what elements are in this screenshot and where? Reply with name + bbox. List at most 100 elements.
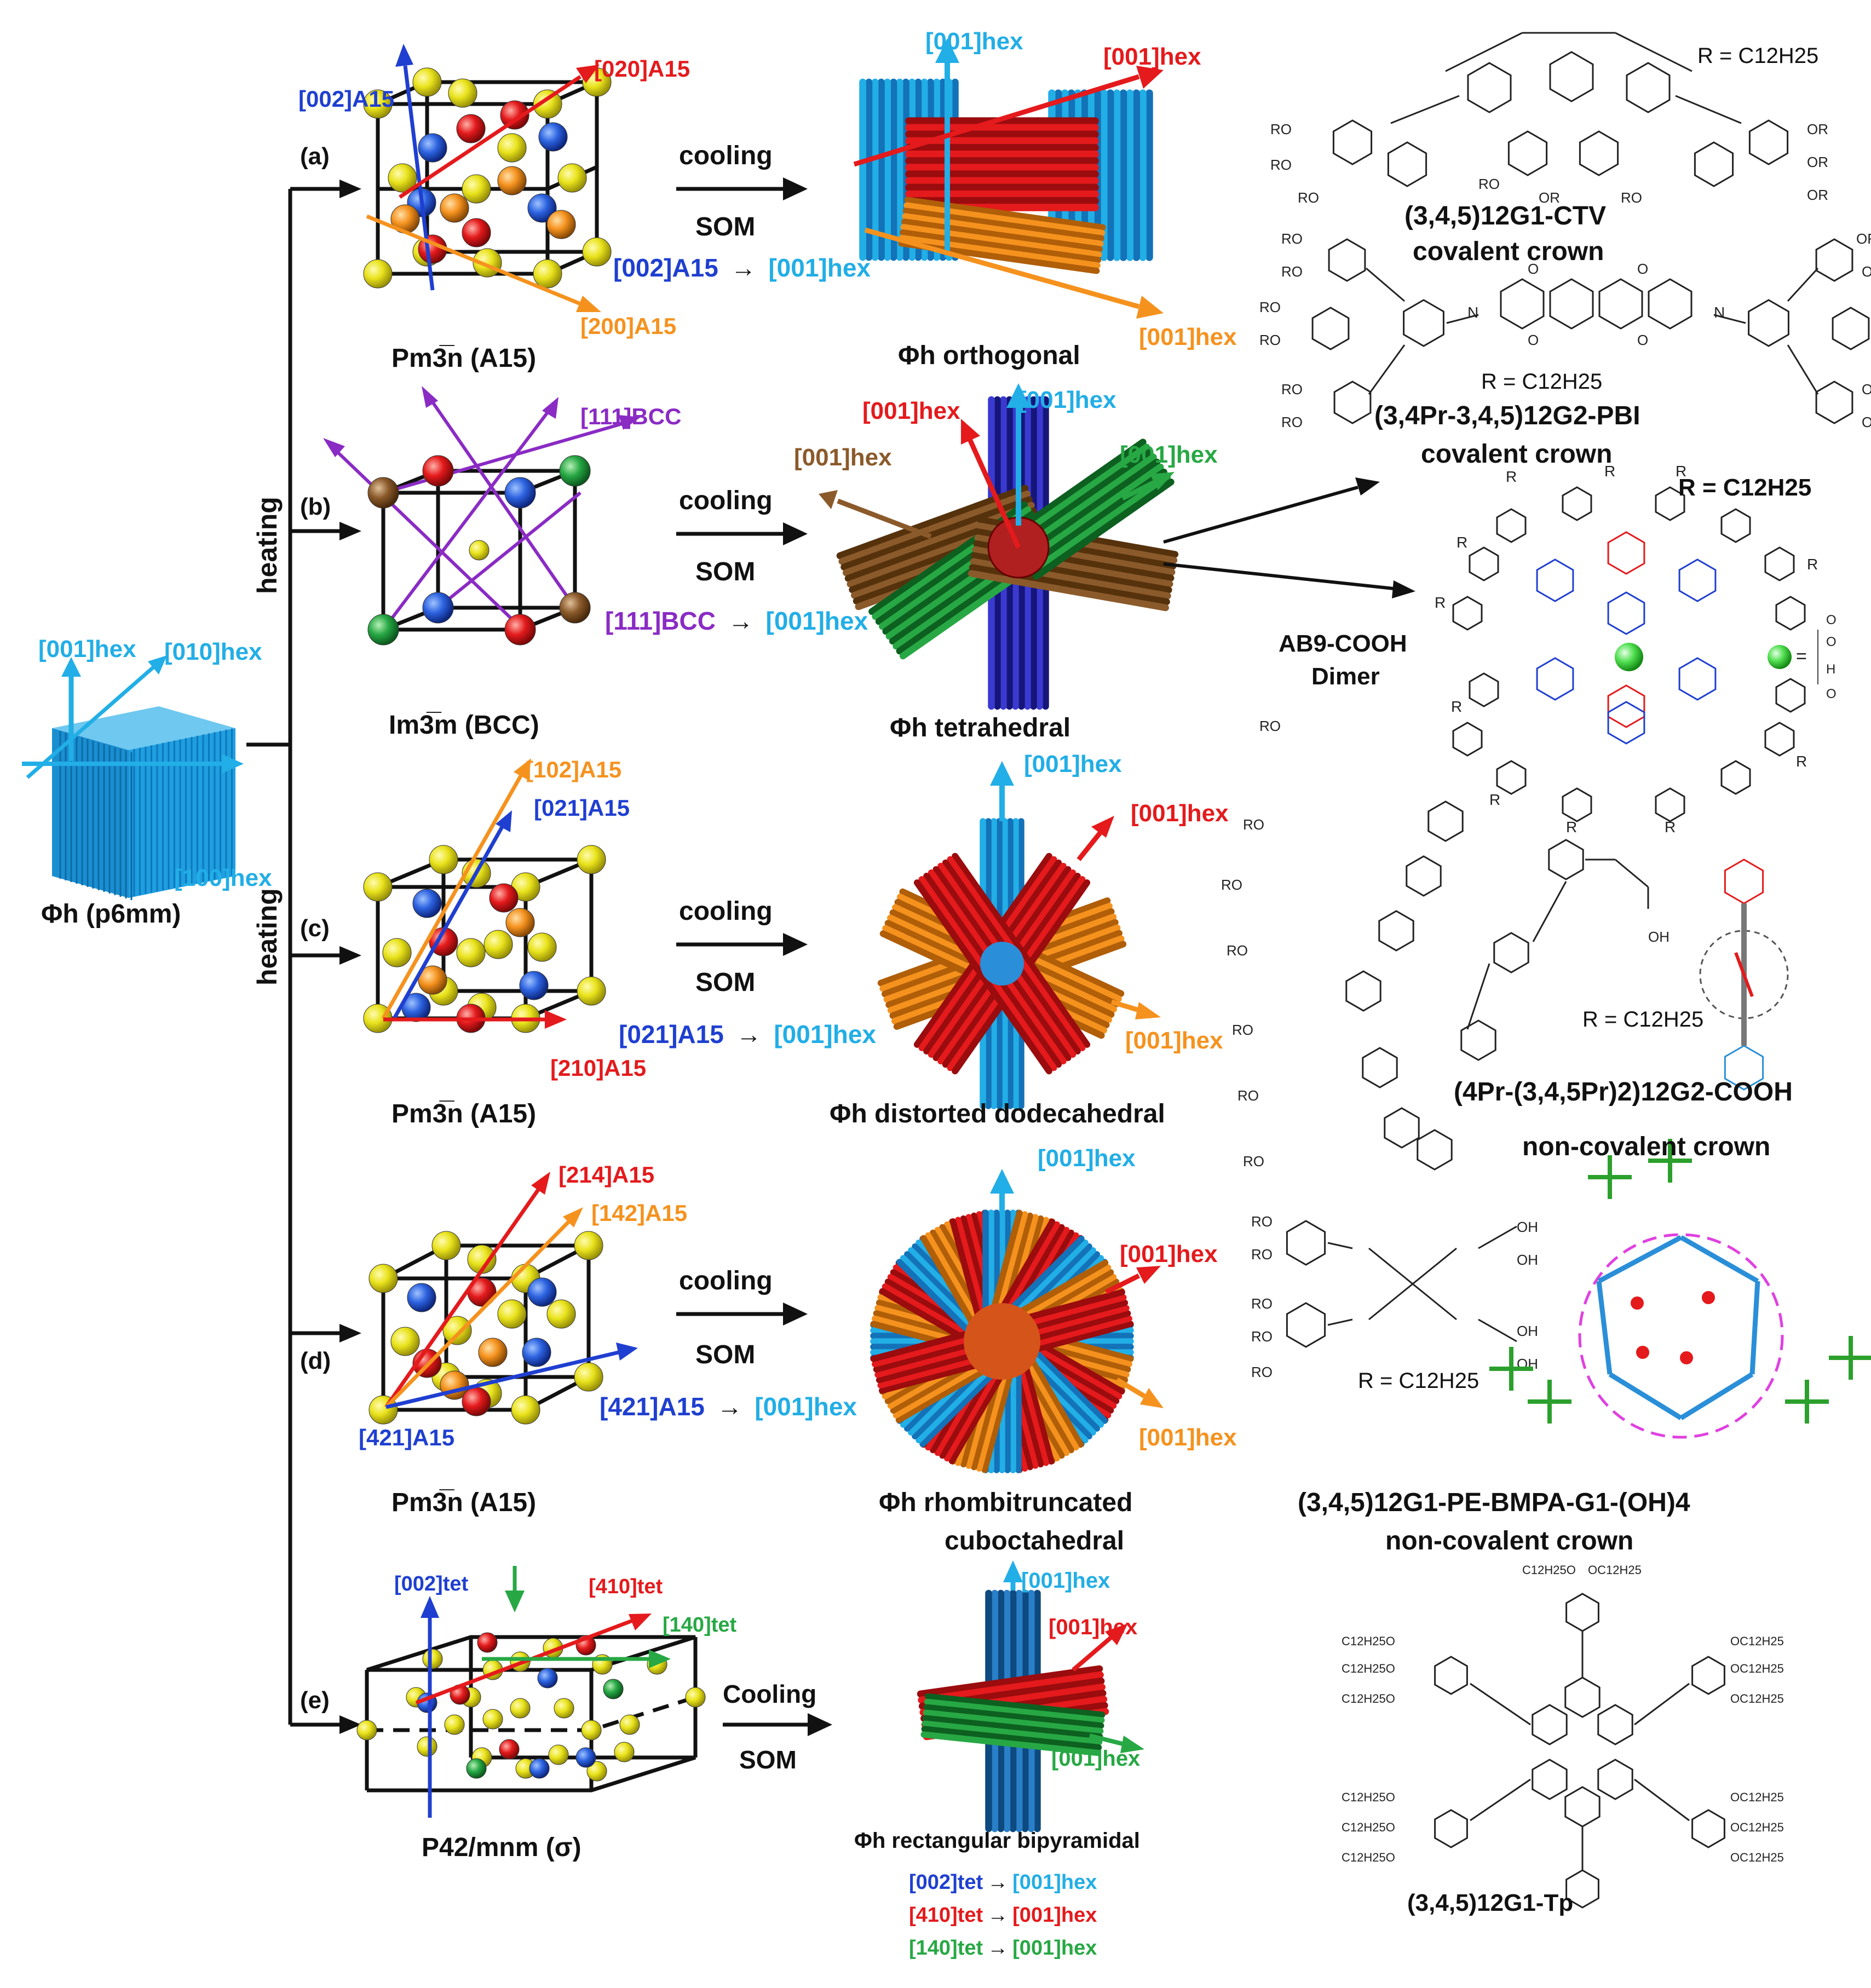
start-axis-010-arrow [26,661,160,779]
chem-atom-label: OR [1862,381,1871,397]
chem-atom-label: O [1826,613,1837,627]
chem-atom-label: RO [1251,1213,1273,1230]
hex-axis-green [1121,479,1157,501]
crown-backbone [1749,1281,1760,1375]
panel-a-hex-label-red: [001]hex [1103,43,1201,70]
dimer-center-sphere [1615,643,1643,671]
panel-e-axis-410 [415,1618,634,1705]
heating-label-top: heating [252,497,283,594]
atom-sphere [559,455,591,487]
panel-e-lattice-label: P42/mnm (σ) [422,1833,582,1862]
panel-d-transform: [421]A15 → [001]hex [600,1392,857,1421]
mol-ctv-r-label: R = C12H25 [1697,44,1818,68]
chem-atom-label: RO [1281,231,1303,247]
benzene-ring [1764,546,1795,581]
panel-d-hex-label-orange: [001]hex [1139,1424,1237,1451]
benzene-ring [1691,1809,1725,1848]
panel-c-axis-210-head [545,1010,567,1029]
panel-e-cooling: Cooling [723,1680,816,1708]
panel-d-phase-structure [870,1169,1164,1473]
atom-sphere [363,259,393,289]
start-axis-100-head [222,754,244,774]
benzene-ring [1549,278,1594,330]
chem-bond [1366,267,1405,302]
atom-sphere [462,1387,491,1416]
benzene-ring [1564,1676,1601,1718]
atom-sphere [619,1714,640,1735]
atom-sphere [407,1283,436,1312]
panel-c: [102]A15 [021]A15 [210]A15 Pm3̅n (A15) c… [363,751,1229,1128]
panel-a: [002]A15 [020]A15 [200]A15 Pm3̅n (A15) c… [298,28,1237,373]
mol-pbi-name: (3,4Pr-3,4,5)12G2-PBI [1374,401,1640,430]
chem-atom-label: R [1807,556,1818,573]
tree-arrowheads [339,180,361,1734]
benzene-ring [1764,722,1795,757]
chem-bond [1390,95,1460,124]
panel-a-som: SOM [695,212,755,241]
atom-sphere [548,1744,569,1765]
benzene-ring [1694,141,1734,187]
rod [1029,473,1171,575]
mol-bmpa-r-label: R = C12H25 [1358,1369,1479,1393]
panel-a-hex-label-orange: [001]hex [1139,324,1237,350]
panel-a-cooling: cooling [679,141,773,170]
panel-c-axis-102-head [514,758,531,780]
mol-pbi-type: covalent crown [1421,440,1612,469]
chem-bond [1446,314,1479,324]
alkoxy-label: OC12H25 [1730,1692,1784,1705]
chem-atom-label: RO [1243,816,1264,833]
mol-ctv-type: covalent crown [1413,237,1604,266]
dendron-core-ring [1607,531,1645,575]
chem-atom-label: RO [1259,299,1281,315]
mol-g2cooh-r-label: R = C12H25 [1582,1007,1703,1032]
hex-axis-red [966,437,1021,549]
start-hex-phase: [001]hex [010]hex [100]hex Φh (p6mm) [22,636,272,929]
start-axis-100-label: [100]hex [174,865,272,891]
rod [900,229,1102,263]
benzene-ring [1565,1869,1599,1909]
rod [904,197,1106,231]
panel-b-hex-label-cyan: [001]hex [1018,387,1116,413]
atom-sphere [510,1698,531,1719]
chem-atom-label: RO [1270,157,1292,173]
chem-atom-label: RO [1251,1328,1273,1345]
hex-axis-green-head [1120,1736,1144,1753]
start-axis-001-label: [001]hex [38,636,136,662]
panel-b-atoms [367,455,591,646]
benzene-ring [1384,1107,1420,1149]
center-hub [964,1303,1040,1380]
benzene-ring [1775,596,1806,631]
panel-b: [111]BCC Im3̅m (BCC) cooling SOM [111]BC… [323,383,1218,742]
start-hex-column-block [52,706,235,900]
benzene-ring [1493,932,1529,973]
chem-atom-label: R [1796,753,1807,770]
chem-atom-label: OR [1856,231,1871,247]
chem-atom-label: RO [1281,381,1303,397]
chem-atom-label: O [1826,687,1837,701]
rod [923,1704,1104,1729]
hex-axis-brown [837,498,932,539]
alkoxy-label: C12H25O [1342,1820,1395,1834]
chem-atom-label: R [1506,468,1517,485]
chem-atom-label: RO [1478,176,1500,192]
benzene-ring [1564,1786,1601,1828]
chem-bond [1787,267,1819,302]
mol-ab9-name2: Dimer [1311,663,1380,690]
benzene-ring [1496,508,1527,543]
panel-e-phase-label: Φh rectangular bipyramidal [854,1829,1140,1853]
panel-c-process-arrowhead [783,933,808,956]
panel-e-label-002: [002]tet [394,1572,468,1595]
panel-a-lattice-label: Pm3̅n (A15) [392,344,536,373]
crown-oxygen-dot [1702,1291,1715,1304]
chem-atom-label: OR [1807,154,1828,170]
atom-sphere [500,100,529,130]
atom-sphere [546,210,576,239]
hex-axis-orange-head [1135,1002,1161,1019]
panel-e-transform-1: [002]tet→[001]hex [909,1871,1097,1894]
mol-bmpa-type: non-covalent crown [1385,1526,1633,1555]
chem-bond [1615,858,1649,888]
chem-atom-label: N [1467,304,1478,321]
panel-d-axis-421 [385,1350,619,1409]
panel-e-label-410: [410]tet [589,1575,663,1598]
benzene-ring [1562,787,1592,822]
